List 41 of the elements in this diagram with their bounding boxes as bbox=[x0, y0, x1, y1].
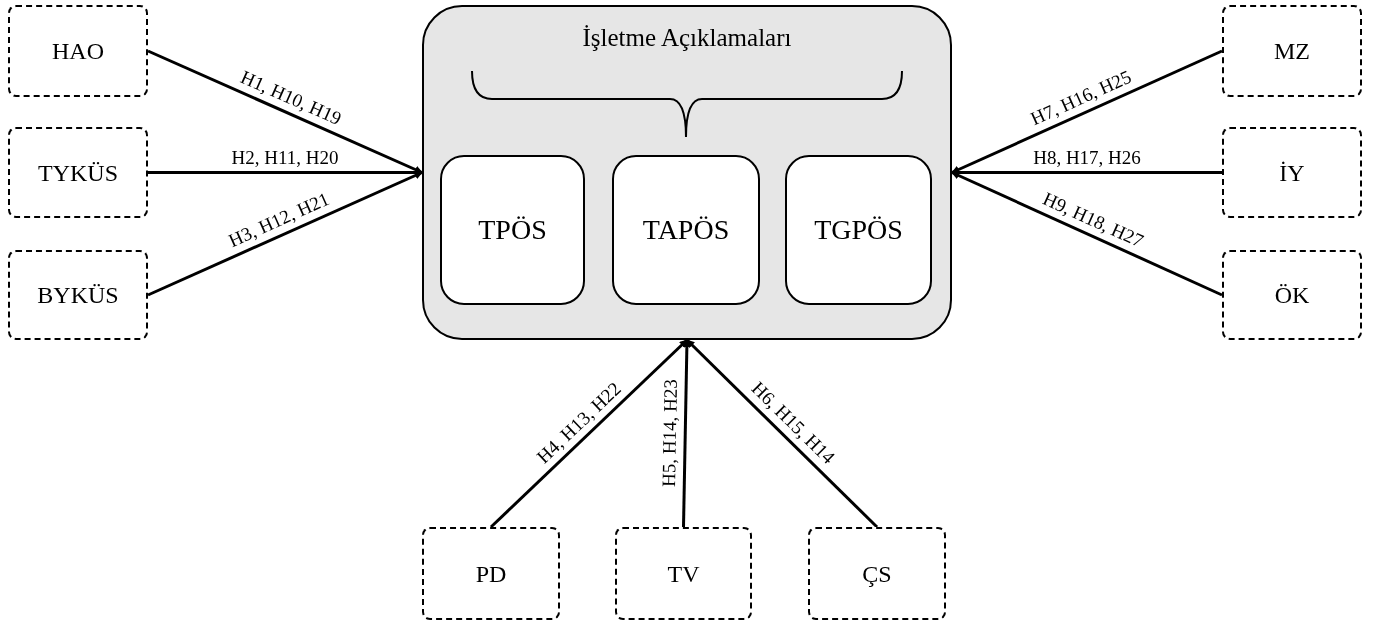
edge-label: H2, H11, H20 bbox=[231, 146, 339, 169]
arrow bbox=[682, 339, 691, 528]
node-label: İY bbox=[1279, 158, 1305, 188]
node-label: HAO bbox=[52, 37, 104, 66]
dashed-box bbox=[615, 527, 752, 620]
edge-label: H8, H17, H26 bbox=[1033, 146, 1141, 169]
node-label: ÇS bbox=[862, 559, 892, 589]
arrow bbox=[148, 168, 423, 177]
arrow bbox=[951, 171, 1223, 297]
dashed-box bbox=[422, 527, 560, 620]
edge-label: H9, H18, H27 bbox=[1039, 187, 1147, 253]
dashed-box bbox=[1222, 5, 1362, 97]
edge-label: H3, H12, H21 bbox=[225, 188, 333, 253]
rounded-box bbox=[785, 155, 932, 305]
node-label: PD bbox=[475, 559, 507, 589]
dashed-box bbox=[808, 527, 946, 620]
rounded-box bbox=[612, 155, 760, 305]
edge-label: H1, H10, H19 bbox=[237, 66, 345, 130]
arrow bbox=[147, 171, 423, 297]
arrow bbox=[951, 49, 1223, 174]
group-box bbox=[422, 5, 952, 340]
node-label: BYKÜS bbox=[37, 281, 119, 310]
edge-label: H7, H16, H25 bbox=[1027, 65, 1135, 131]
dashed-box bbox=[1222, 250, 1362, 340]
edge-label: H4, H13, H22 bbox=[532, 377, 626, 468]
node-label: ÖK bbox=[1274, 281, 1310, 310]
node-label: TAPÖS bbox=[642, 213, 730, 247]
arrow bbox=[147, 49, 423, 174]
dashed-box bbox=[8, 127, 148, 218]
node-label: TV bbox=[667, 559, 700, 589]
node-label: TYKÜS bbox=[38, 158, 118, 188]
node-label: TPÖS bbox=[478, 213, 547, 247]
dashed-box bbox=[1222, 127, 1362, 218]
node-label: TGPÖS bbox=[814, 213, 903, 247]
rounded-box bbox=[440, 155, 585, 305]
dashed-box bbox=[8, 5, 148, 97]
dashed-box bbox=[8, 250, 148, 340]
group-title: İşletme Açıklamaları bbox=[581, 23, 793, 53]
edge-label: H5, H14, H23 bbox=[658, 379, 683, 488]
arrow bbox=[685, 338, 879, 529]
node-label: MZ bbox=[1274, 37, 1310, 66]
